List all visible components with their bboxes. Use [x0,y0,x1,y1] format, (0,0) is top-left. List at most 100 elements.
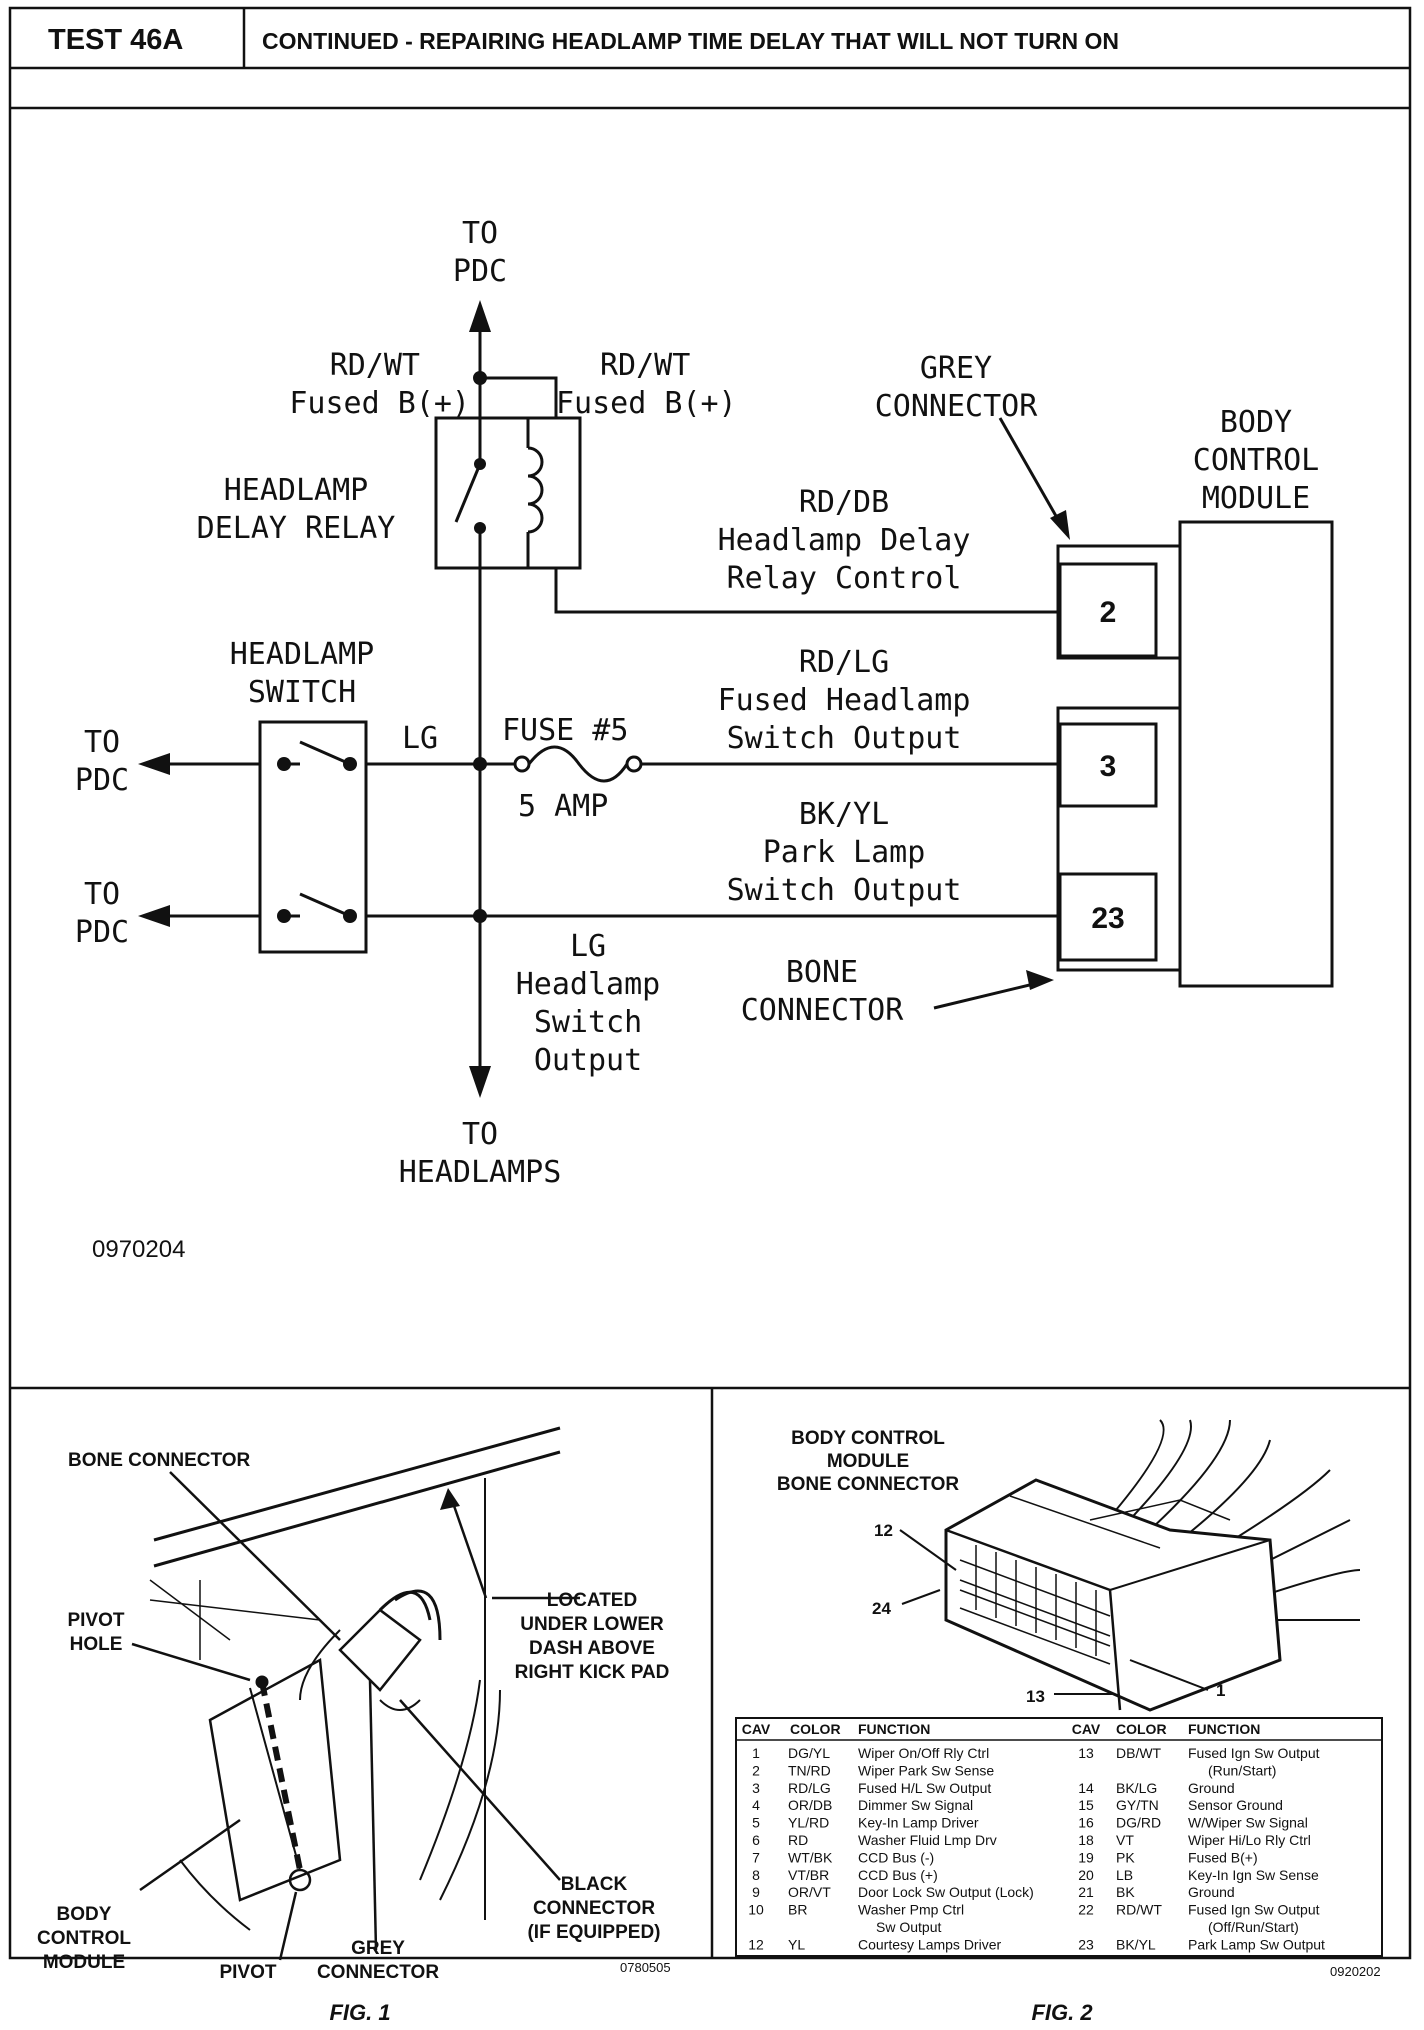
table-cav-cell: 15 [1078,1797,1094,1813]
table-header-cell: COLOR [790,1721,841,1737]
table-function-cell: CCD Bus (-) [858,1849,934,1865]
test-id: TEST 46A [48,24,183,56]
table-header-cell: CAV [742,1721,771,1737]
table-color-cell: VT [1116,1832,1134,1848]
table-color-cell: PK [1116,1849,1135,1865]
table-function-cell: Fused B(+) [1188,1849,1258,1865]
grey-connector-arrowhead-icon [1050,510,1070,540]
pin-table: CAV COLOR FUNCTION CAV COLOR FUNCTION 1 DG/YL W… [735,1717,1383,1957]
fig2-pin-24-label: 24 [872,1599,891,1618]
table-function-cell: Ground [1188,1884,1235,1900]
relay-internals [454,418,544,568]
table-cav-cell: 21 [1078,1884,1094,1900]
fig2-pin-12-label: 12 [874,1521,893,1540]
table-function-cell: Key-In Lamp Driver [858,1815,979,1831]
table-color-cell: OR/VT [788,1884,831,1900]
table-color-cell: RD/WT [1116,1902,1162,1918]
table-function-cell: Ground [1188,1780,1235,1796]
fig2-code: 0920202 [1330,1964,1381,1979]
table-function-cell: Wiper Hi/Lo Rly Ctrl [1188,1832,1311,1848]
table-cav-cell: 20 [1078,1867,1094,1883]
table-function-cell: Wiper On/Off Rly Ctrl [858,1745,989,1761]
table-color-cell: VT/BR [788,1867,829,1883]
table-cav-cell: 1 [752,1745,760,1761]
table-cav-cell: 3 [752,1780,760,1796]
table-color-cell: TN/RD [788,1762,831,1778]
fig2-pin-1-label: 1 [1216,1681,1225,1700]
table-cav-cell: 8 [752,1867,760,1883]
arrow-left-to-pdc-2-icon [138,905,170,927]
fig1-pivot-label: PIVOT [219,1962,276,1983]
table-color-cell: BK/LG [1116,1780,1157,1796]
fig1-located-arrowhead-icon [440,1488,460,1510]
table-color-cell: OR/DB [788,1797,832,1813]
pin-boxes [1058,562,1158,962]
headlamp-delay-relay [434,416,582,570]
table-color-cell: BK/YL [1116,1936,1156,1952]
arrow-down-to-headlamps-icon [469,1066,491,1098]
fig2-pin-13-label: 13 [1026,1687,1045,1706]
schematic-arrowheads [138,300,1070,1098]
fuse-amp-label: 5 AMP [518,789,608,824]
table-function-cell: Fused Ign Sw Output [1188,1902,1320,1918]
page-title: CONTINUED - REPAIRING HEADLAMP TIME DELA… [262,28,1119,54]
junction-dots [473,371,487,923]
switch-contact-dots [277,757,357,923]
schematic [138,300,1334,1098]
table-function-cell: Door Lock Sw Output (Lock) [858,1884,1034,1900]
table-cav-cell: 16 [1078,1815,1094,1831]
table-color-cell: RD/LG [788,1780,831,1796]
table-function-cell: Courtesy Lamps Driver [858,1936,1001,1952]
table-header-cell: COLOR [1116,1721,1167,1737]
table-function-cell: CCD Bus (+) [858,1867,938,1883]
table-color-cell: BR [788,1902,807,1918]
table-color-cell: RD [788,1832,808,1848]
table-function-cell: Park Lamp Sw Output [1188,1936,1325,1952]
table-function-cell: Sw Output [876,1919,941,1935]
pin-2-label: 2 [1100,596,1117,629]
fig2-caption: FIG. 2 [1031,2000,1093,2025]
table-function-cell: Fused H/L Sw Output [858,1780,991,1796]
table-cav-cell: 18 [1078,1832,1094,1848]
table-function-cell: Fused Ign Sw Output [1188,1745,1320,1761]
table-function-cell: (Run/Start) [1208,1762,1276,1778]
table-function-cell: Washer Pmp Ctrl [858,1902,964,1918]
table-function-cell: Key-In Ign Sw Sense [1188,1867,1319,1883]
page-frame [8,6,1412,1960]
fuse-5-symbol [513,745,643,783]
table-header-cell: FUNCTION [858,1721,930,1737]
relay-contact-dots [474,458,486,534]
table-function-cell: Washer Fluid Lmp Drv [858,1832,997,1848]
bone-connector-arrowhead-icon [1026,970,1054,990]
table-cav-cell: 14 [1078,1780,1094,1796]
table-function-cell: (Off/Run/Start) [1208,1919,1299,1935]
fig1-bone-connector-label: BONE CONNECTOR [68,1450,251,1471]
table-color-cell: DG/YL [788,1745,830,1761]
table-color-cell: YL [788,1936,805,1952]
table-cav-cell: 23 [1078,1936,1094,1952]
pin-3-label: 3 [1100,750,1117,783]
table-color-cell: GY/TN [1116,1797,1159,1813]
table-header-cell: FUNCTION [1188,1721,1260,1737]
table-header-cell: CAV [1072,1721,1101,1737]
table-color-cell: DB/WT [1116,1745,1162,1761]
